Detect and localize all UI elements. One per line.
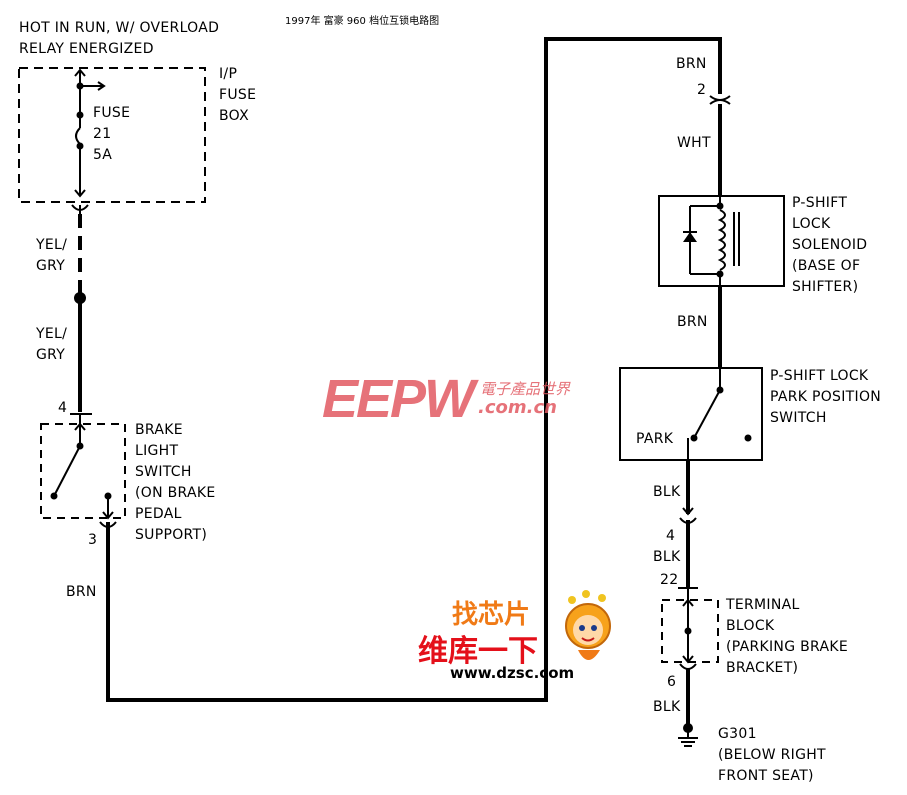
wire-yel-gry-1b: GRY bbox=[36, 258, 66, 274]
brake-switch-blade bbox=[53, 445, 81, 497]
splice-dot bbox=[74, 292, 86, 304]
brake-switch-label-1: BRAKE bbox=[135, 422, 183, 438]
terminal-block-outline bbox=[661, 599, 719, 663]
park-switch-label-1: P-SHIFT LOCK bbox=[770, 368, 869, 384]
brake-switch-label-4: (ON BRAKE bbox=[135, 485, 216, 501]
solenoid-label-3: SOLENOID bbox=[792, 237, 868, 253]
dzsc-watermark-top: 找芯片 bbox=[452, 600, 531, 630]
fuse-label-3: 5A bbox=[93, 147, 113, 163]
terminal-block-label-4: BRACKET) bbox=[726, 660, 799, 676]
eepw-watermark-url: .com.cn bbox=[478, 397, 557, 418]
brake-switch-label-5: PEDAL bbox=[135, 506, 182, 522]
ground-label-2: (BELOW RIGHT bbox=[718, 747, 826, 763]
fuse-element bbox=[75, 127, 81, 145]
pin-6: 6 bbox=[667, 674, 677, 690]
terminal-block-label-1: TERMINAL bbox=[726, 597, 800, 613]
solenoid-label-2: LOCK bbox=[792, 216, 831, 232]
brake-switch-label-2: LIGHT bbox=[135, 443, 179, 459]
solenoid-label-4: (BASE OF bbox=[792, 258, 861, 274]
dzsc-watermark-mid: 维库一下 bbox=[418, 634, 538, 669]
fuse-box-label-2: FUSE bbox=[219, 87, 257, 103]
solenoid-label-5: SHIFTER) bbox=[792, 279, 859, 295]
brake-switch-outline bbox=[40, 423, 126, 519]
pin-22: 22 bbox=[660, 572, 679, 588]
wire-brn-mid: BRN bbox=[677, 314, 708, 330]
park-switch-outline bbox=[619, 367, 763, 461]
power-source-label-1: HOT IN RUN, W/ OVERLOAD bbox=[19, 20, 220, 36]
park-contact-label: PARK bbox=[636, 431, 674, 447]
fuse-box-outline bbox=[18, 67, 206, 203]
wire-yel-gry-2b: GRY bbox=[36, 347, 66, 363]
brake-switch-label-3: SWITCH bbox=[135, 464, 192, 480]
terminal-block-label-3: (PARKING BRAKE bbox=[726, 639, 848, 655]
fuse-label-1: FUSE bbox=[93, 105, 131, 121]
diagram-title: 1997年 富豪 960 档位互锁电路图 bbox=[285, 16, 440, 27]
wire-blk-3: BLK bbox=[653, 699, 681, 715]
mascot-icon bbox=[565, 590, 611, 660]
brake-switch-label-6: SUPPORT) bbox=[135, 527, 208, 543]
power-source-label-2: RELAY ENERGIZED bbox=[19, 41, 154, 57]
pin-connector-2: 2 bbox=[697, 82, 707, 98]
solenoid-coil bbox=[717, 209, 726, 271]
ground-label-1: G301 bbox=[718, 726, 757, 742]
eepw-watermark-cn: 電子產品世界 bbox=[480, 380, 571, 398]
wire-brn-left: BRN bbox=[66, 584, 97, 600]
terminal-block-label-2: BLOCK bbox=[726, 618, 775, 634]
eepw-watermark-logo: EEPW bbox=[322, 369, 475, 429]
fuse-label-2: 21 bbox=[93, 126, 112, 142]
dzsc-watermark-url: www.dzsc.com bbox=[450, 664, 575, 682]
fuse-box-label-3: BOX bbox=[219, 108, 249, 124]
wire-yel-gry-2a: YEL/ bbox=[36, 326, 68, 342]
wire-blk-2: BLK bbox=[653, 549, 681, 565]
pin-brake-out: 3 bbox=[88, 532, 98, 548]
park-switch-label-3: SWITCH bbox=[770, 410, 827, 426]
park-switch-blade bbox=[693, 389, 721, 439]
solenoid-label-1: P-SHIFT bbox=[792, 195, 848, 211]
ground-label-3: FRONT SEAT) bbox=[718, 768, 814, 784]
fuse-box-label-1: I/P bbox=[219, 66, 238, 82]
wire-brn-top: BRN bbox=[676, 56, 707, 72]
park-switch-label-2: PARK POSITION bbox=[770, 389, 882, 405]
wire-blk-1: BLK bbox=[653, 484, 681, 500]
wire-yel-gry-1a: YEL/ bbox=[36, 237, 68, 253]
pin-4: 4 bbox=[666, 528, 676, 544]
pin-brake-in: 4 bbox=[58, 400, 68, 416]
wire-wht: WHT bbox=[677, 135, 711, 151]
